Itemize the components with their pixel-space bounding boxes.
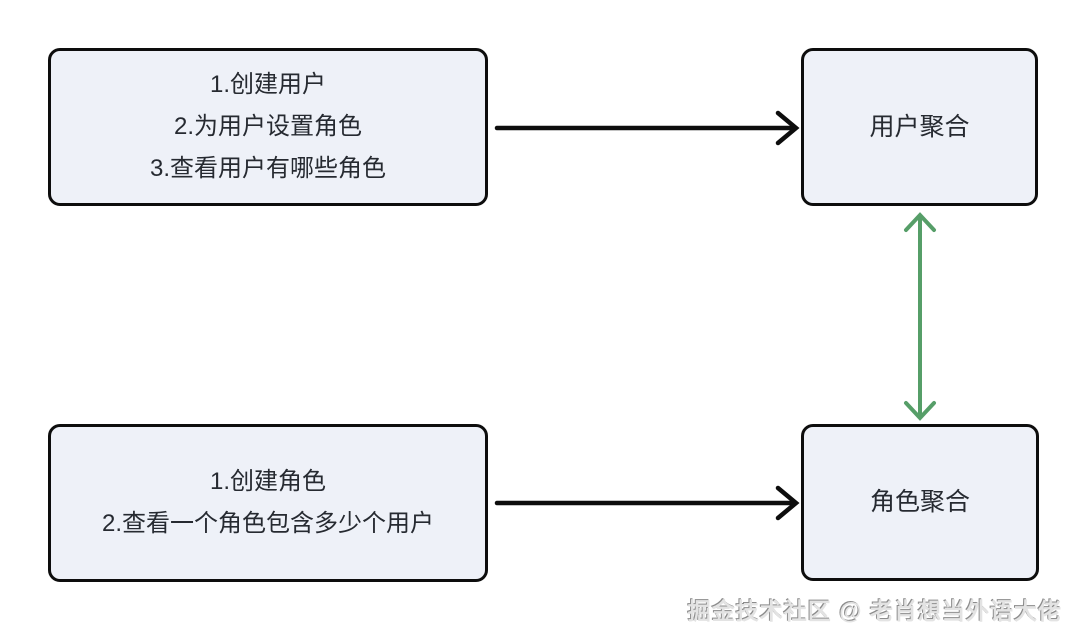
user-aggregate-label: 用户聚合 <box>869 112 970 141</box>
role-aggregate-label: 角色聚合 <box>869 488 970 516</box>
role-operation-line-2: 2.查看一个角色包含多少个用户 <box>101 510 434 537</box>
arrow-user-aggregate-role-aggregate-icon <box>904 212 936 421</box>
arrow-user-ops-to-user-aggregate-icon <box>494 110 800 146</box>
user-operation-line-2: 2.为用户设置角色 <box>173 113 362 140</box>
arrow-role-ops-to-role-aggregate-icon <box>494 485 800 521</box>
watermark-text: 掘金技术社区 @ 老肖想当外语大佬 <box>687 598 1062 624</box>
node-user-operations: 1.创建用户 2.为用户设置角色 3.查看用户有哪些角色 <box>48 48 488 206</box>
role-operation-line-1: 1.创建角色 <box>209 468 326 495</box>
node-role-operations: 1.创建角色 2.查看一个角色包含多少个用户 <box>48 424 488 582</box>
node-user-aggregate: 用户聚合 <box>801 48 1038 206</box>
node-role-aggregate: 角色聚合 <box>801 424 1039 581</box>
user-operation-line-1: 1.创建用户 <box>209 71 326 98</box>
user-operation-line-3: 3.查看用户有哪些角色 <box>149 155 386 182</box>
